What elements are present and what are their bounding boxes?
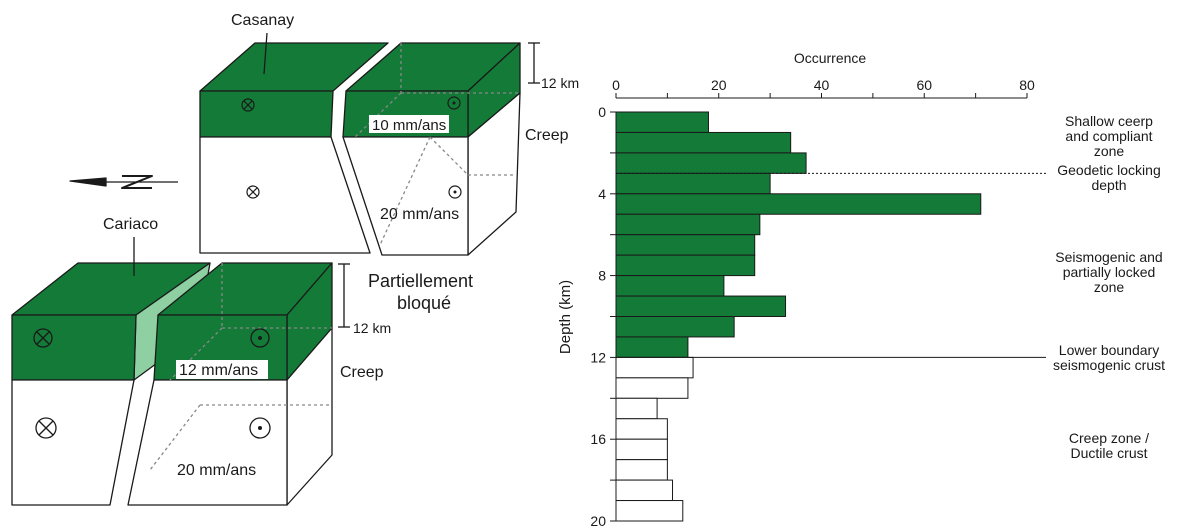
- cariaco-lower-rate: 20 mm/ans: [177, 462, 256, 479]
- histogram-bar: [615, 275, 725, 297]
- zone-label-geodetic: depth: [1091, 177, 1126, 193]
- histogram-bar: [615, 172, 771, 195]
- out-of-page-symbol: [249, 417, 271, 439]
- zone-label-seismogenic: partially locked: [1063, 264, 1156, 280]
- out-of-page-symbol: [447, 96, 461, 110]
- into-page-symbol: [241, 98, 255, 112]
- histogram-bar: [615, 479, 674, 502]
- y-tick-label: 20: [590, 513, 606, 528]
- y-axis: 0 4 8 12 16 20: [590, 104, 617, 528]
- casanay-depth-bracket: [528, 42, 540, 84]
- histogram-bar: [615, 131, 792, 154]
- casanay-upper-rate-box: [369, 115, 449, 133]
- x-tick-label: 80: [1019, 77, 1035, 93]
- zone-label-shallow: and compliant: [1065, 128, 1152, 144]
- zone-label-seismogenic: Seismogenic and: [1055, 249, 1162, 265]
- zone-label-seismogenic: zone: [1094, 279, 1125, 295]
- depth-histogram: Occurrence 0 20 40 60 80 0 4 8 12 16 20 Depth (km…: [557, 50, 1165, 528]
- cariaco-upper-rate: 12 mm/ans: [179, 362, 258, 379]
- histogram-bar: [615, 111, 709, 133]
- histogram-bar: [615, 295, 787, 317]
- cariaco-creep-label: Creep: [340, 364, 384, 381]
- casanay-left-upper-front: [199, 90, 334, 138]
- casanay-lower-rate: 20 mm/ans: [380, 206, 459, 223]
- y-axis-title: Depth (km): [557, 280, 574, 354]
- histogram-bars: [615, 111, 982, 522]
- y-tick-label: 16: [590, 431, 606, 447]
- out-of-page-symbol: [250, 328, 270, 348]
- y-tick-label: 0: [598, 104, 606, 120]
- casanay-right-lower-front: [342, 136, 469, 256]
- x-tick-label: 20: [711, 77, 727, 93]
- y-tick-label: 4: [598, 186, 606, 202]
- histogram-bar: [615, 336, 689, 358]
- histogram-bar: [615, 438, 668, 461]
- casanay-left-block: [199, 42, 389, 254]
- cariaco-left-lower-front: [11, 379, 135, 506]
- histogram-bar: [615, 213, 761, 236]
- block-diagram-labels: Casanay 12 km 10 mm/ans Creep 20 mm/ans …: [103, 12, 579, 479]
- histogram-bar: [615, 418, 668, 440]
- histogram-bar: [615, 316, 735, 338]
- block-diagram: [11, 32, 540, 506]
- histogram-bar: [615, 152, 807, 174]
- casanay-upper-rate: 10 mm/ans: [372, 117, 446, 134]
- zone-label-creep: Creep zone /: [1069, 430, 1149, 446]
- x-axis: 0 20 40 60 80: [612, 77, 1035, 99]
- into-page-symbol: [246, 185, 260, 199]
- zone-label-lower-boundary: Lower boundary: [1059, 342, 1159, 358]
- zone-label-shallow: Shallow ceerp: [1065, 113, 1153, 129]
- casanay-depth-label: 12 km: [541, 75, 579, 91]
- cariaco-label: Cariaco: [103, 216, 158, 233]
- into-page-symbol: [35, 417, 57, 439]
- histogram-bar: [615, 193, 982, 215]
- casanay-right-block: [342, 42, 521, 256]
- y-tick-label: 8: [598, 268, 606, 284]
- zone-label-shallow: zone: [1094, 143, 1125, 159]
- histogram-bar: [615, 356, 694, 379]
- cariaco-zone-label-1: Partiellement: [368, 271, 473, 291]
- reference-lines: [616, 172, 1046, 358]
- cariaco-depth-label: 12 km: [353, 320, 391, 336]
- histogram-bar: [615, 500, 684, 522]
- cariaco-left-upper-front: [11, 314, 137, 381]
- x-tick-label: 40: [814, 77, 830, 93]
- casanay-label: Casanay: [231, 12, 294, 29]
- histogram-bar: [615, 254, 756, 277]
- casanay-creep-label: Creep: [525, 127, 569, 144]
- y-tick-label: 12: [590, 349, 606, 365]
- x-axis-title: Occurrence: [794, 50, 867, 66]
- zone-label-geodetic: Geodetic locking: [1057, 162, 1161, 178]
- zone-label-creep: Ductile crust: [1070, 445, 1147, 461]
- histogram-bar: [615, 234, 756, 256]
- x-tick-label: 0: [612, 77, 620, 93]
- casanay-leader-line: [263, 32, 268, 75]
- north-arrow-icon: [69, 175, 178, 189]
- cariaco-upper-rate-box: [176, 360, 268, 379]
- histogram-bar: [615, 397, 658, 420]
- casanay-left-lower-front: [199, 136, 371, 254]
- out-of-page-symbol: [448, 185, 462, 199]
- cariaco-zone-label-2: bloqué: [397, 293, 451, 313]
- cariaco-right-lower-front: [127, 379, 288, 506]
- histogram-bar: [615, 377, 689, 399]
- zone-label-lower-boundary: seismogenic crust: [1053, 357, 1165, 373]
- histogram-bar: [615, 459, 668, 481]
- x-tick-label: 60: [916, 77, 932, 93]
- into-page-symbol: [33, 328, 53, 348]
- cariaco-depth-bracket: [338, 263, 350, 328]
